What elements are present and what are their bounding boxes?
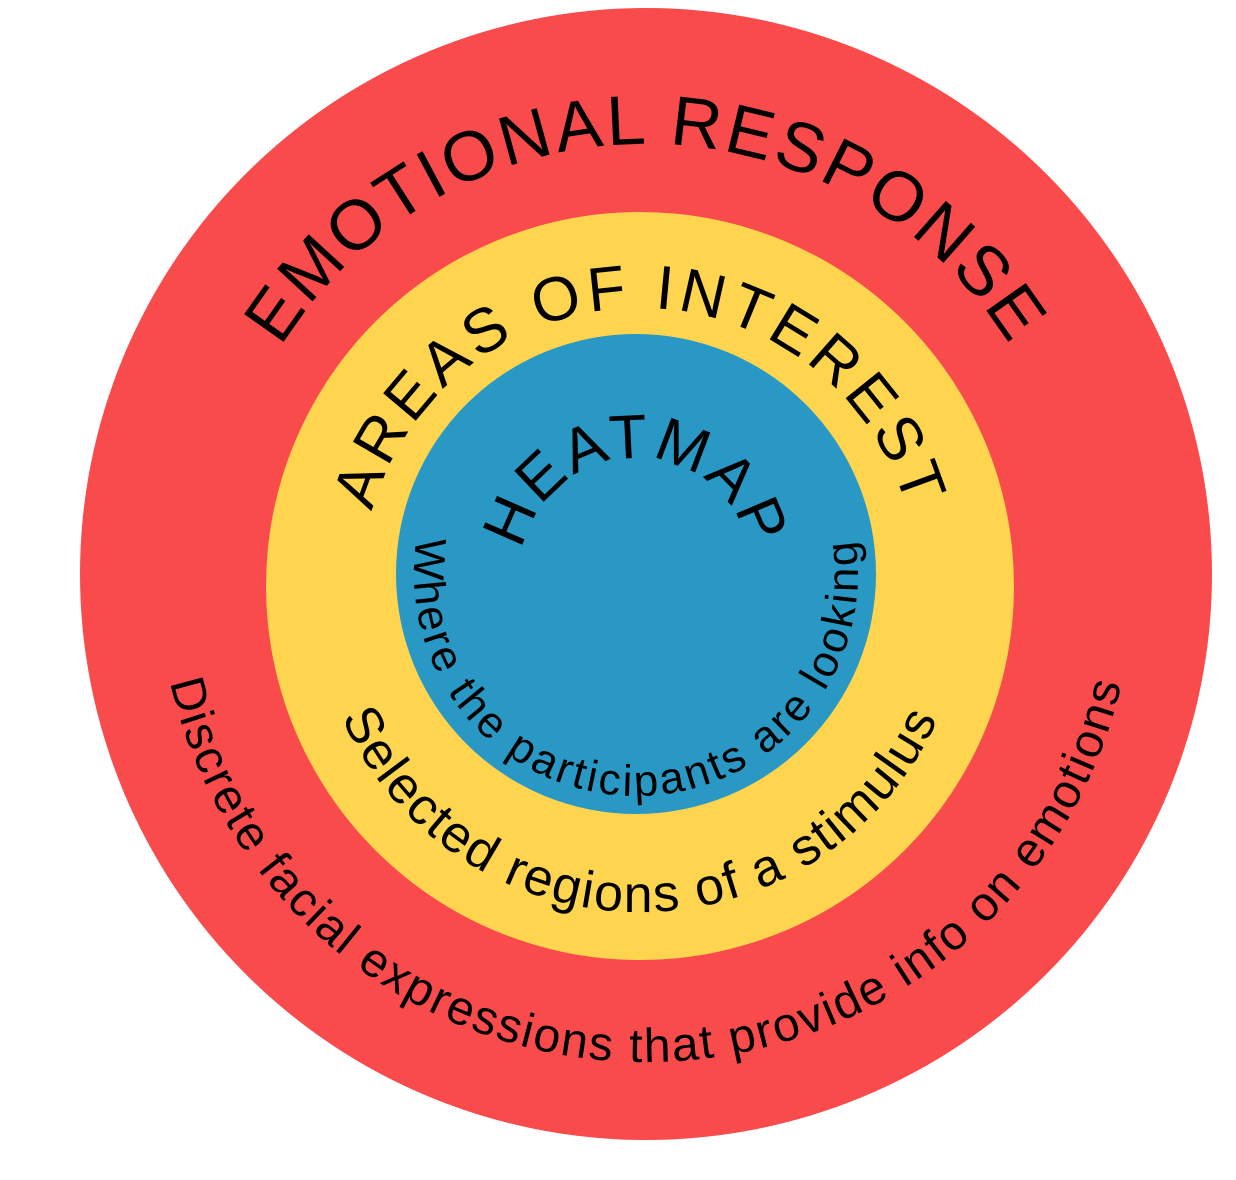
- ring-heatmap: [396, 334, 876, 814]
